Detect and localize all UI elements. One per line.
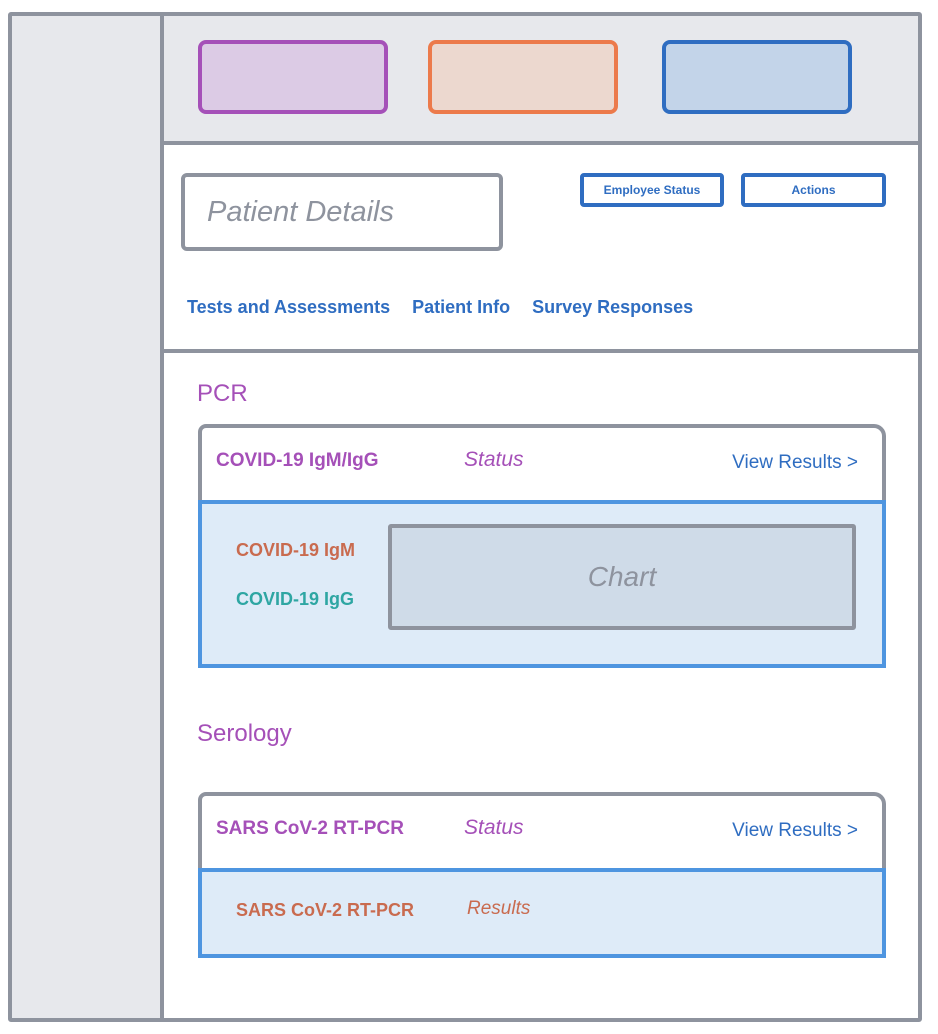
igm-label: COVID-19 IgM (236, 540, 356, 560)
results-placeholder: Results (467, 898, 531, 919)
test-name: COVID-19 IgM/IgG (216, 450, 379, 471)
section-title-serology: Serology (197, 720, 292, 747)
tab-survey-responses[interactable]: Survey Responses (532, 297, 694, 317)
employee-status-button[interactable]: Employee Status (580, 173, 724, 207)
patient-header: Patient Details Employee Status Actions … (164, 145, 918, 353)
test-name: SARS CoV-2 RT-PCR (216, 818, 404, 839)
test-card-sars-cov2: SARS CoV-2 RT-PCR Status View Results > … (198, 792, 886, 958)
tab-patient-info[interactable]: Patient Info (412, 297, 511, 317)
test-card-body: COVID-19 IgM COVID-19 IgG Chart (198, 500, 886, 668)
test-card-header: COVID-19 IgM/IgG Status View Results > (198, 424, 886, 500)
tab-tests-and-assessments[interactable]: Tests and Assessments (187, 297, 391, 317)
summary-card-orange[interactable] (428, 40, 618, 114)
section-title-pcr: PCR (197, 380, 248, 407)
actions-button[interactable]: Actions (741, 173, 886, 207)
test-card-body: SARS CoV-2 RT-PCR Results (198, 868, 886, 958)
chart-placeholder: Chart (388, 524, 856, 630)
page-title: Patient Details (207, 195, 394, 228)
nav-tabs: Tests and Assessments Patient Info Surve… (187, 297, 693, 318)
test-card-header: SARS CoV-2 RT-PCR Status View Results > (198, 792, 886, 868)
page-title-box: Patient Details (181, 173, 503, 251)
view-results-link[interactable]: View Results > (732, 452, 858, 473)
summary-card-purple[interactable] (198, 40, 388, 114)
igg-label: COVID-19 IgG (236, 589, 355, 609)
test-status: Status (464, 448, 524, 471)
view-results-link[interactable]: View Results > (732, 820, 858, 841)
summary-card-blue[interactable] (662, 40, 852, 114)
sidebar (12, 16, 164, 1018)
chart-placeholder-label: Chart (587, 561, 657, 592)
test-status: Status (464, 816, 524, 839)
test-result-label: SARS CoV-2 RT-PCR (236, 900, 415, 920)
top-bar (164, 16, 918, 145)
test-card-covid-igm-igg: COVID-19 IgM/IgG Status View Results > C… (198, 424, 886, 668)
